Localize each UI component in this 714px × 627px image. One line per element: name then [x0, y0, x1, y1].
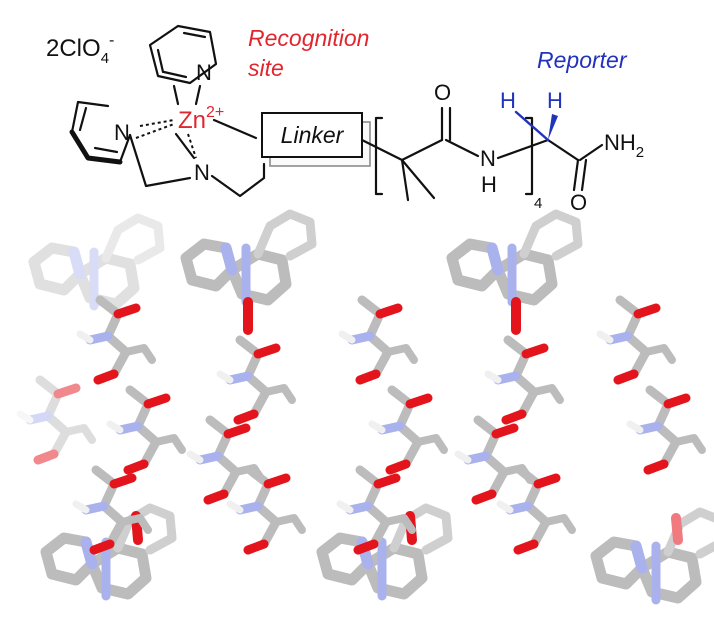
- crystal-helix-1b: [110, 390, 182, 470]
- coordination-bonds: [135, 84, 258, 160]
- chemical-scheme: 2ClO4- Recognition site Reporter N N Zn2…: [46, 24, 644, 215]
- zinc-label: Zn2+: [178, 104, 224, 134]
- terminal-amide-label: NH2: [604, 130, 644, 161]
- left-pyridine-n-label: N: [114, 120, 130, 145]
- reporter-label: Reporter: [537, 47, 628, 73]
- top-pyridine-ring: [148, 24, 218, 85]
- reporter-h2-label: H: [547, 88, 563, 113]
- repeat-bracket-left: [374, 116, 384, 196]
- crystal-helix-3a: [342, 300, 414, 380]
- linker-box: Linker: [261, 112, 371, 167]
- crystal-complex-bottom-1: [46, 508, 172, 596]
- glycine-reporter: [496, 110, 604, 192]
- reporter-h1-label: H: [500, 88, 516, 113]
- amine-n-label: N: [194, 160, 210, 185]
- crystal-helix-1a: [80, 300, 152, 380]
- recognition-site-label: Recognition: [248, 25, 369, 51]
- recognition-site-label-line2: site: [248, 55, 284, 81]
- crystal-helix-4a: [488, 340, 560, 420]
- amide-h-label: H: [481, 172, 497, 197]
- repeat-count-label: 4: [534, 195, 542, 212]
- crystal-complex-top-edge: [34, 218, 160, 306]
- crystal-helix-4c: [500, 470, 572, 550]
- repeat-bracket-right: [524, 116, 534, 196]
- crystal-helix-2b: [190, 420, 262, 500]
- crystal-helix-edge: [20, 380, 92, 460]
- crystal-helix-2c: [230, 470, 302, 550]
- crystal-helix-2a: [220, 340, 292, 420]
- counterion-label: 2ClO4-: [46, 32, 114, 67]
- crystal-complex-top-2: [452, 214, 578, 302]
- amide-n-label: N: [480, 146, 496, 171]
- crystal-helix-5b: [630, 390, 702, 470]
- aib-repeat-unit: [360, 106, 480, 202]
- linker-label: Linker: [281, 122, 345, 148]
- crystal-helix-4b: [458, 420, 530, 500]
- crystal-complex-bottom-3: [596, 512, 714, 600]
- top-pyridine-n-label: N: [196, 60, 212, 85]
- amide-o-label: O: [434, 80, 451, 105]
- left-pyridine-ring: [69, 100, 192, 188]
- crystal-helix-5a: [600, 300, 672, 380]
- glycine-o-label: O: [570, 190, 587, 215]
- crystal-packing-render: [20, 214, 714, 600]
- crystal-helix-3b: [372, 390, 444, 470]
- crystal-complex-top-1: [186, 214, 312, 302]
